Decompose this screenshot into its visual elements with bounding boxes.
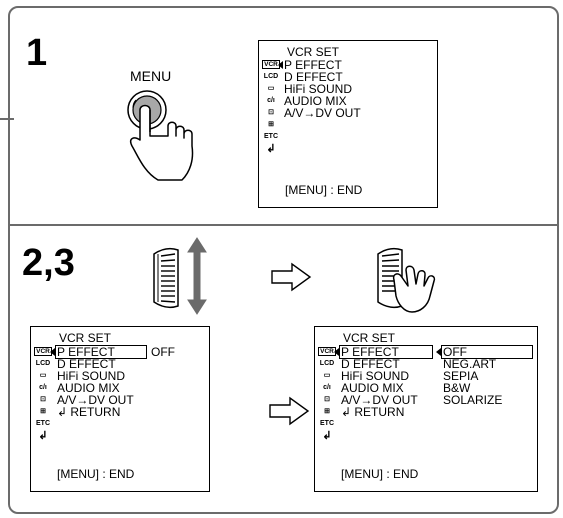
screen-title: VCR SET: [59, 332, 111, 345]
camera-set-icon: ⊞: [34, 406, 52, 418]
menu-screen-step1: VCR SET VCR LCD ▭ c/ı ⊡ ⊞ ETC ↲ P EFFECT…: [258, 40, 438, 208]
cassette-icon: ▭: [34, 370, 52, 382]
selection-cursor-icon: [278, 61, 283, 69]
dial-press-illustration: [372, 240, 462, 320]
next-step-arrow-icon: [268, 396, 312, 426]
next-step-arrow-icon: [270, 262, 314, 292]
lcd-set-icon: LCD: [318, 358, 336, 370]
etc-icon: ETC: [318, 418, 336, 430]
cassette-icon: ▭: [318, 370, 336, 382]
tape-icon: ⊡: [34, 394, 52, 406]
menu-screen-step3: VCR SET VCR LCD ▭ c/ı ⊡ ⊞ ETC ↲ P EFFECT…: [314, 326, 538, 492]
lcd-set-icon: LCD: [34, 358, 52, 370]
screen-title: VCR SET: [343, 332, 395, 345]
section-divider: [8, 224, 559, 226]
step-number-2-3: 2,3: [22, 244, 75, 282]
step-number-1: 1: [26, 34, 47, 72]
cassette-icon: ▭: [262, 83, 280, 95]
clock-set-icon: c/ı: [262, 95, 280, 107]
page-tab-line: [0, 118, 14, 120]
lcd-set-icon: LCD: [262, 71, 280, 83]
clock-set-icon: c/ı: [318, 382, 336, 394]
scroll-up-down-arrow-icon: [182, 236, 212, 316]
menu-end-hint: [MENU] : END: [341, 467, 418, 481]
menu-end-hint: [MENU] : END: [285, 183, 362, 197]
menu-end-hint: [MENU] : END: [57, 467, 134, 481]
menu-button-press-illustration: [120, 88, 210, 198]
option-solarize: SOLARIZE: [443, 394, 502, 406]
etc-icon: ETC: [34, 418, 52, 430]
return-icon: ↲: [318, 430, 336, 442]
menu-button-label: MENU: [130, 68, 171, 84]
menu-screen-step2: VCR SET VCR LCD ▭ c/ı ⊡ ⊞ ETC ↲ P EFFECT…: [30, 326, 210, 492]
menu-item-return: ↲ RETURN: [57, 406, 134, 418]
camera-set-icon: ⊞: [262, 119, 280, 131]
return-icon: ↲: [262, 143, 280, 155]
camera-set-icon: ⊞: [318, 406, 336, 418]
return-icon: ↲: [34, 430, 52, 442]
clock-set-icon: c/ı: [34, 382, 52, 394]
tape-icon: ⊡: [318, 394, 336, 406]
tape-icon: ⊡: [262, 107, 280, 119]
current-value: OFF: [151, 346, 175, 358]
menu-item-av-dv-out: A/V→DV OUT: [284, 107, 361, 119]
menu-item-return: ↲ RETURN: [341, 406, 418, 418]
etc-icon: ETC: [262, 131, 280, 143]
